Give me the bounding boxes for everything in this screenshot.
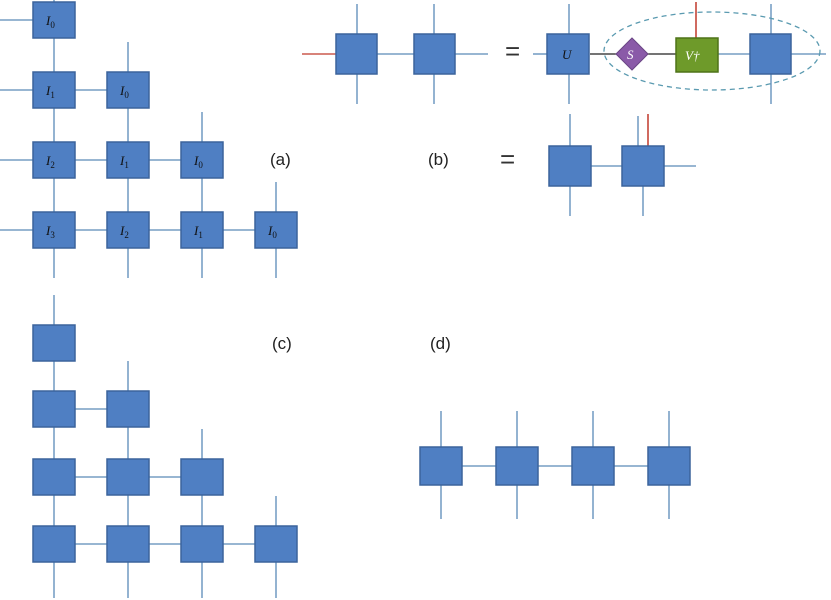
s-diamond (615, 37, 649, 71)
equals-sign: = (500, 144, 515, 174)
v-dagger-tensor (675, 37, 719, 73)
panel-label-a: (a) (270, 150, 291, 169)
tensor-node (254, 525, 298, 563)
tensor-node (106, 525, 150, 563)
panel-label-b: (b) (428, 150, 449, 169)
tensor-node (32, 71, 76, 109)
tensor-node (32, 390, 76, 428)
tensor-node (180, 211, 224, 249)
tensor-index-label: I0 (267, 223, 277, 240)
tensor-node (106, 211, 150, 249)
tensor-node (495, 446, 539, 486)
tensor-node (548, 145, 592, 187)
tensor-node (419, 446, 463, 486)
tensor-node (621, 145, 665, 187)
tensor-node (32, 324, 76, 362)
tensor-node (32, 141, 76, 179)
tensor-node (106, 141, 150, 179)
panel-c-diagram (32, 295, 298, 598)
tensor-node (749, 33, 792, 75)
panel-label-d: (d) (430, 334, 451, 353)
panel-label-c: (c) (272, 334, 292, 353)
tensor-index-label: I2 (45, 153, 55, 170)
u-label: U (562, 47, 573, 62)
tensor-index-label: I2 (119, 223, 129, 240)
contraction-ellipse (603, 11, 821, 91)
tensor-node (32, 211, 76, 249)
tensor-index-label: I0 (119, 83, 129, 100)
tensor-node (571, 446, 615, 486)
s-label: S (627, 47, 634, 62)
tensor-node (254, 211, 298, 249)
tensor-node (180, 525, 224, 563)
tensor-index-label: I0 (193, 153, 203, 170)
tensor-node (180, 458, 224, 496)
tensor-node (647, 446, 691, 486)
tensor-node (32, 458, 76, 496)
tensor-node (106, 390, 150, 428)
panel-d-diagram (419, 411, 691, 519)
tensor-node (106, 71, 150, 109)
tensor-node (335, 33, 378, 75)
tensor-node (32, 1, 76, 39)
tensor-node (106, 458, 150, 496)
tensor-index-label: I1 (119, 153, 129, 170)
panel-b-diagram: = U S V† = (302, 2, 826, 216)
tensor-node (180, 141, 224, 179)
tensor-index-label: I0 (45, 13, 55, 30)
tensor-node (32, 525, 76, 563)
tensor-index-label: I3 (45, 223, 55, 240)
u-tensor (546, 33, 590, 75)
tensor-index-label: I1 (193, 223, 203, 240)
equals-sign: = (505, 36, 520, 66)
v-dagger-label: V† (685, 48, 700, 63)
tensor-index-label: I1 (45, 83, 55, 100)
tensor-node (413, 33, 456, 75)
